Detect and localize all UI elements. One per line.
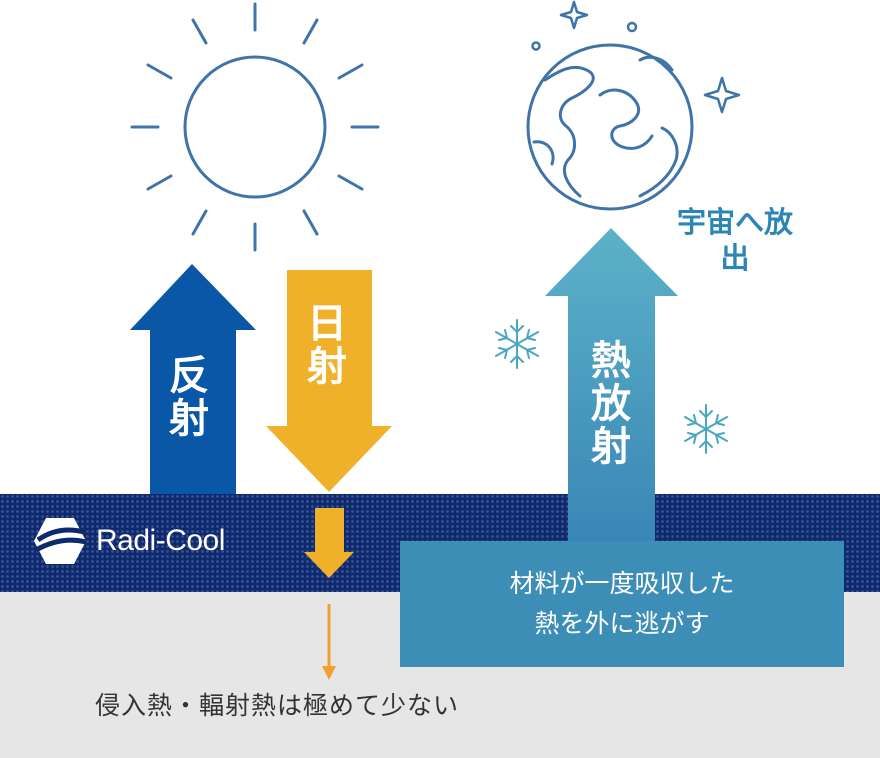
star-icons xyxy=(531,0,741,114)
heat-radiation-text: 熱放射 xyxy=(591,338,631,471)
sunlight-text: 日射 xyxy=(307,301,347,391)
sunlight-label: 日射 xyxy=(286,301,368,391)
sunlight-arrow xyxy=(266,270,392,492)
penetration-arrow xyxy=(322,604,336,680)
reflection-arrow xyxy=(130,264,256,494)
logo-text: Radi-Cool xyxy=(96,524,225,557)
snowflake-icon-right xyxy=(684,404,728,454)
heat-release-message-box: 材料が一度吸収した 熱を外に逃がす xyxy=(400,541,844,667)
sun-icon xyxy=(130,2,380,252)
snowflake-icon-left xyxy=(495,319,539,369)
radi-cool-logo-icon xyxy=(34,518,87,564)
to-space-text: 宇宙へ放出 xyxy=(676,205,793,276)
radi-cool-logo: Radi-Cool xyxy=(32,516,225,566)
message-line-2: 熱を外に逃がす xyxy=(534,609,710,638)
small-sunlight-arrow xyxy=(304,508,354,578)
bottom-caption: 侵入熱・輻射熱は極めて少ない xyxy=(95,691,460,720)
reflection-text: 反射 xyxy=(169,353,209,443)
heat-radiation-label: 熱放射 xyxy=(570,338,652,471)
message-line-1: 材料が一度吸収した xyxy=(509,569,735,598)
reflection-label: 反射 xyxy=(148,353,230,443)
heat-radiation-arrow xyxy=(545,228,678,541)
earth-icon xyxy=(526,43,694,211)
to-space-label: 宇宙へ放出 xyxy=(670,204,800,277)
